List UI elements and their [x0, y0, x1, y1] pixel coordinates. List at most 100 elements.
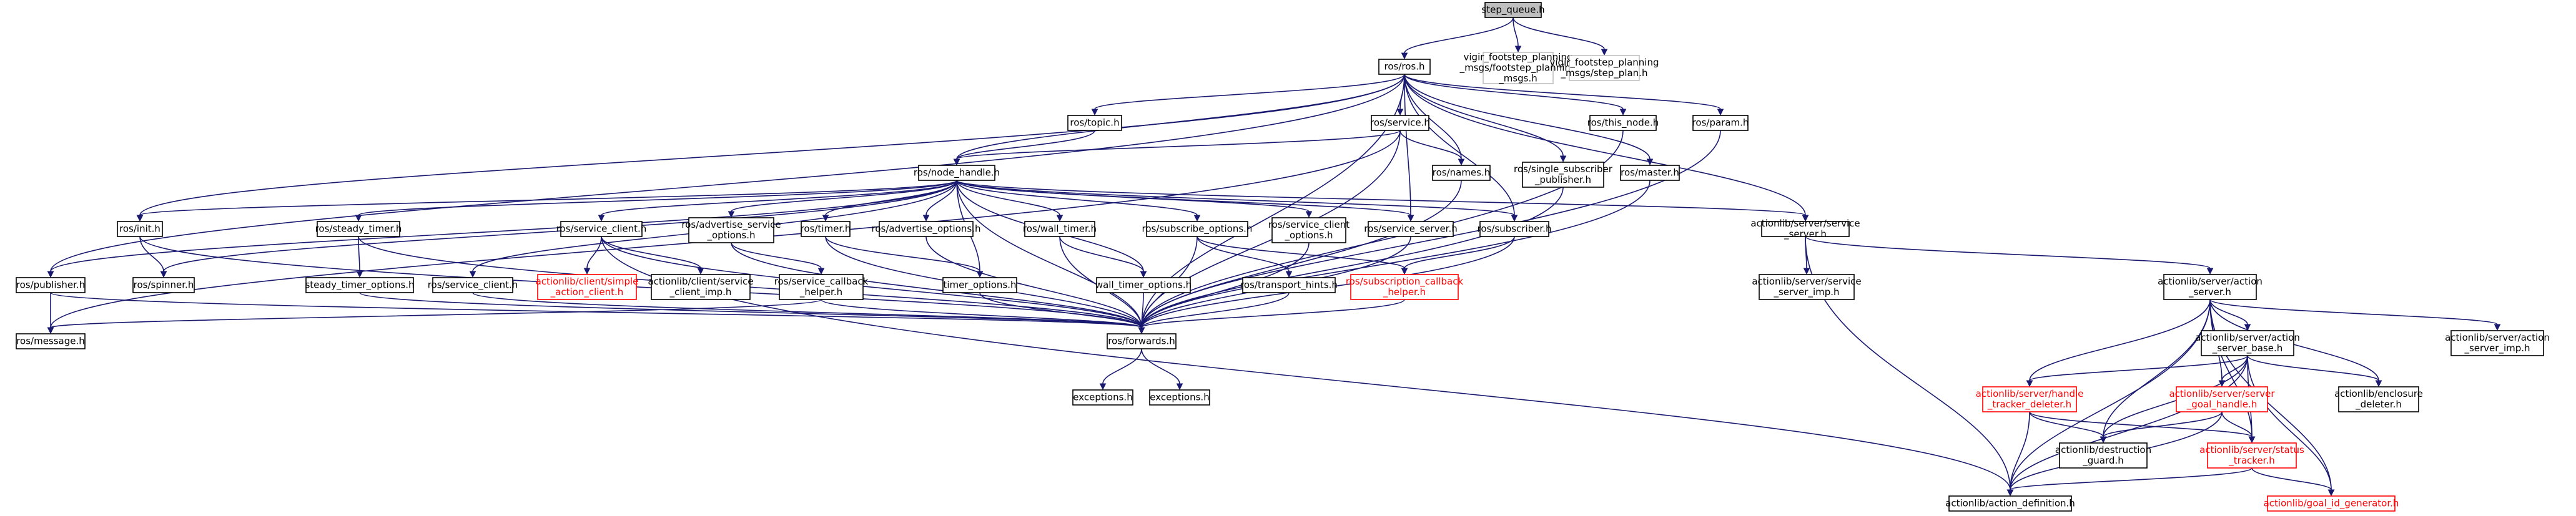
- vigir-fp-node[interactable]: vigir_footstep_planning_msgs/footstep_pl…: [1459, 52, 1577, 85]
- node-label: actionlib/server/action: [2158, 276, 2263, 287]
- arrow-head: [2100, 436, 2107, 444]
- message-node[interactable]: ros/message.h: [16, 333, 86, 349]
- service-client-h-node[interactable]: ros/service_client.h: [428, 277, 518, 293]
- node-label: _options.h: [1284, 230, 1333, 241]
- edge-line: [601, 236, 701, 269]
- edge-line: [825, 180, 957, 216]
- service-server-node[interactable]: ros/service_server.h: [1364, 221, 1458, 237]
- edge-line: [1404, 74, 1515, 216]
- topic-node[interactable]: ros/topic.h: [1067, 115, 1122, 131]
- transport-hints-node[interactable]: ros/transport_hints.h: [1240, 277, 1338, 293]
- al-simple-ac-node[interactable]: actionlib/client/simple_action_client.h: [536, 274, 639, 300]
- edge-line: [956, 180, 1806, 216]
- al-server-goal-handle-node[interactable]: actionlib/server/server_goal_handle.h: [2169, 386, 2275, 412]
- node-box: [16, 277, 86, 293]
- node-box: [1146, 221, 1248, 237]
- adv-opt-node[interactable]: ros/advertise_options.h: [872, 221, 981, 237]
- node-box: [1024, 221, 1095, 237]
- al-action-server-base-node[interactable]: actionlib/server/action_server_base.h: [2195, 330, 2300, 356]
- master-node[interactable]: ros/master.h: [1620, 165, 1680, 181]
- steady-timer-opt-node[interactable]: steady_timer_options.h: [305, 277, 415, 293]
- edge-al-action-server-base-to-al-enclosure-deleter: [2247, 355, 2382, 387]
- service-node[interactable]: ros/service.h: [1370, 115, 1430, 131]
- edge-line: [2209, 299, 2253, 437]
- node-box: [317, 221, 400, 237]
- node-label: vigir_footstep_planning: [1550, 57, 1659, 69]
- node-label: exceptions.h: [1150, 392, 1209, 403]
- this-node-node[interactable]: ros/this_node.h: [1587, 115, 1659, 131]
- adv-srv-opt-node[interactable]: ros/advertise_service_options.h: [681, 217, 781, 243]
- al-action-server-imp-node[interactable]: actionlib/server/action_server_imp.h: [2445, 330, 2550, 356]
- step-queue-node[interactable]: step_queue.h: [1481, 2, 1545, 18]
- al-goal-id-gen-node[interactable]: actionlib/goal_id_generator.h: [2264, 495, 2399, 512]
- srv-client-opt-node[interactable]: ros/service_client_options.h: [1268, 217, 1350, 243]
- node-box: [560, 221, 643, 237]
- exceptions2-node[interactable]: exceptions.h: [1149, 389, 1210, 406]
- edge-al-handle-tracker-to-al-action-definition: [2006, 411, 2030, 497]
- node-label: ros/service_client.h: [556, 223, 647, 235]
- timer-node[interactable]: ros/timer.h: [801, 221, 851, 237]
- wall-timer-node[interactable]: ros/wall_timer.h: [1023, 221, 1097, 237]
- single-sub-node[interactable]: ros/single_subscriber_publisher.h: [1514, 162, 1613, 188]
- sub-opt-node[interactable]: ros/subscribe_options.h: [1142, 221, 1253, 237]
- edge-al-status-tracker-to-al-action-definition: [2006, 467, 2253, 497]
- node-box: [2201, 330, 2294, 356]
- sub-cb-helper-node[interactable]: ros/subscription_callback_helper.h: [1346, 274, 1464, 300]
- edge-line: [1404, 74, 1721, 110]
- ros-node[interactable]: ros/ros.h: [1378, 59, 1431, 75]
- timer-opt-node[interactable]: timer_options.h: [942, 277, 1017, 293]
- edge-line: [2221, 411, 2253, 437]
- subscriber-node[interactable]: ros/subscriber.h: [1478, 221, 1552, 237]
- edge-line: [956, 180, 1198, 216]
- node-label: ros/node_handle.h: [914, 167, 1000, 179]
- node-label: actionlib/server/server: [2169, 388, 2275, 399]
- al-handle-tracker-node[interactable]: actionlib/server/handle_tracker_deleter.…: [1976, 386, 2084, 412]
- node-label: exceptions.h: [1073, 392, 1132, 403]
- edge-line: [1102, 348, 1142, 384]
- spinner-node[interactable]: ros/spinner.h: [132, 277, 195, 293]
- arrow-head: [922, 215, 930, 222]
- edge-line: [2209, 299, 2498, 325]
- node-label: actionlib/server/action: [2445, 332, 2550, 343]
- edge-line: [2010, 411, 2030, 490]
- al-enclosure-deleter-node[interactable]: actionlib/enclosure_deleter.h: [2334, 386, 2423, 412]
- service-client-node[interactable]: ros/service_client.h: [556, 221, 647, 237]
- al-action-definition-node[interactable]: actionlib/action_definition.h: [1945, 495, 2075, 512]
- al-service-server-node[interactable]: actionlib/server/service_server.h: [1750, 218, 1860, 240]
- edge-line: [2029, 355, 2248, 381]
- edge-al-action-server-base-to-al-handle-tracker: [2026, 355, 2248, 387]
- steady-timer-node[interactable]: ros/steady_timer.h: [315, 221, 402, 237]
- node-handle-node[interactable]: ros/node_handle.h: [914, 165, 1000, 181]
- node-label: _tracker_deleter.h: [1987, 399, 2071, 411]
- svc-cb-helper-node[interactable]: ros/service_callback_helper.h: [774, 274, 869, 300]
- wall-timer-opt-node[interactable]: wall_timer_options.h: [1095, 277, 1192, 293]
- node-label: _server_base.h: [2212, 343, 2283, 354]
- edge-al-status-tracker-to-al-goal-id-gen: [2251, 467, 2335, 497]
- publisher-node[interactable]: ros/publisher.h: [16, 277, 86, 293]
- node-box: [1761, 221, 1850, 237]
- al-destruction-guard-node[interactable]: actionlib/destruction_guard.h: [2055, 442, 2151, 469]
- node-label: ros/service_server.h: [1364, 223, 1458, 235]
- node-label: vigir_footstep_planning: [1464, 52, 1573, 64]
- exceptions1-node[interactable]: exceptions.h: [1072, 389, 1133, 406]
- node-label: actionlib/client/simple: [536, 276, 639, 287]
- node-label: _server.h: [2188, 286, 2231, 298]
- edge-service-to-node-handle: [953, 130, 1401, 166]
- node-box: [2267, 495, 2396, 512]
- node-label: ros/wall_timer.h: [1023, 223, 1097, 235]
- node-box: [1982, 386, 2077, 412]
- param-node[interactable]: ros/param.h: [1692, 115, 1749, 131]
- al-status-tracker-node[interactable]: actionlib/server/status_tracker.h: [2199, 442, 2304, 469]
- forwards-node[interactable]: ros/forwards.h: [1107, 333, 1177, 349]
- node-box: [1692, 115, 1749, 131]
- al-action-server-node[interactable]: actionlib/server/action_server.h: [2158, 274, 2263, 300]
- init-node[interactable]: ros/init.h: [117, 221, 163, 237]
- edge-node-handle-to-adv-opt: [922, 180, 957, 222]
- names-node[interactable]: ros/names.h: [1432, 165, 1491, 181]
- arrow-head: [47, 327, 54, 334]
- al-svc-server-imp-node[interactable]: actionlib/server/service_server_imp.h: [1752, 274, 1862, 300]
- al-svc-client-imp-node[interactable]: actionlib/client/service_client_imp.h: [648, 274, 754, 300]
- node-box: [117, 221, 163, 237]
- arrow-head: [1193, 215, 1201, 222]
- vigir-sp-node[interactable]: vigir_footstep_planning_msgs/step_plan.h: [1550, 55, 1659, 81]
